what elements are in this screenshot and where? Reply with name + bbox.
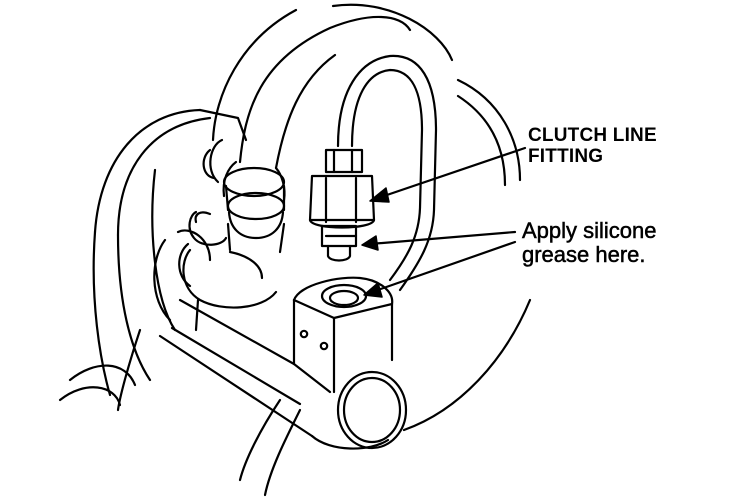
arrow-grease-port	[370, 240, 517, 294]
clutch-label-line-2: FITTING	[528, 145, 604, 167]
grease-label-line-2: grease here.	[522, 241, 646, 267]
clutch-line-fitting-label: CLUTCH LINE FITTING	[528, 125, 657, 167]
clutch-hose-icon	[202, 15, 412, 254]
master-cylinder-body-icon	[153, 229, 408, 450]
flange-housing	[58, 108, 302, 497]
apply-grease-label: Apply silicone grease here.	[522, 218, 657, 267]
flare-nut-fitting-icon	[308, 148, 376, 262]
clutch-label-line-1: CLUTCH LINE	[528, 125, 657, 146]
callout-arrows	[361, 146, 527, 298]
hose-end-fitting	[178, 210, 278, 332]
arrow-grease-tip	[368, 230, 517, 246]
arrow-clutch-fitting	[376, 146, 527, 200]
background-housing	[211, 3, 532, 432]
grease-label-line-1: Apply silicone	[522, 218, 657, 243]
